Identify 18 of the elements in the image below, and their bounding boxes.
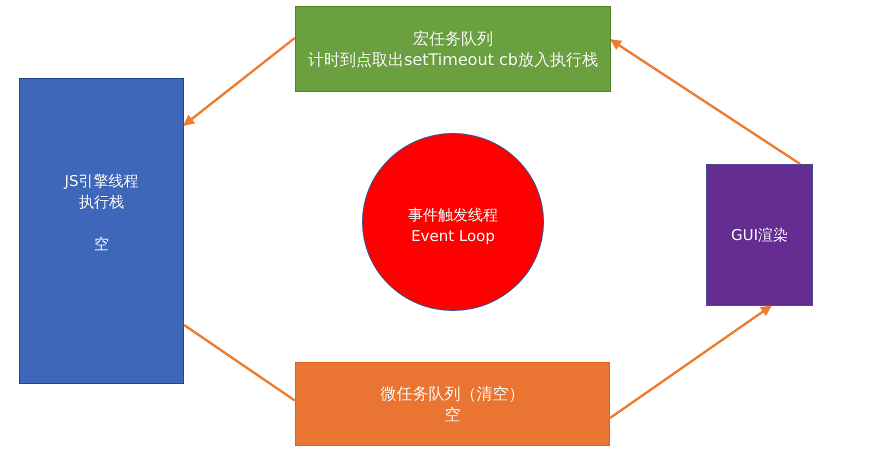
node-text: Event Loop xyxy=(411,226,495,247)
process-box xyxy=(19,78,184,384)
arrow xyxy=(609,304,772,420)
node-text: 计时到点取出setTimeout cb放入执行栈 xyxy=(308,49,598,70)
node-title: 事件触发线程 xyxy=(408,205,498,226)
node-title: GUI渲染 xyxy=(730,224,788,246)
node-text: 空 xyxy=(94,234,109,255)
node-text: 空 xyxy=(444,404,460,425)
node-title: 微任务队列（清空） xyxy=(380,383,524,404)
connector-line xyxy=(183,324,296,402)
process-box xyxy=(706,164,813,306)
node-title: JS引擎线程 xyxy=(64,171,138,192)
arrow xyxy=(610,38,801,166)
node-text: 执行栈 xyxy=(79,192,124,213)
process-box xyxy=(295,362,610,446)
process-box xyxy=(295,6,611,92)
node-title: 宏任务队列 xyxy=(413,28,493,49)
arrow xyxy=(183,36,296,126)
